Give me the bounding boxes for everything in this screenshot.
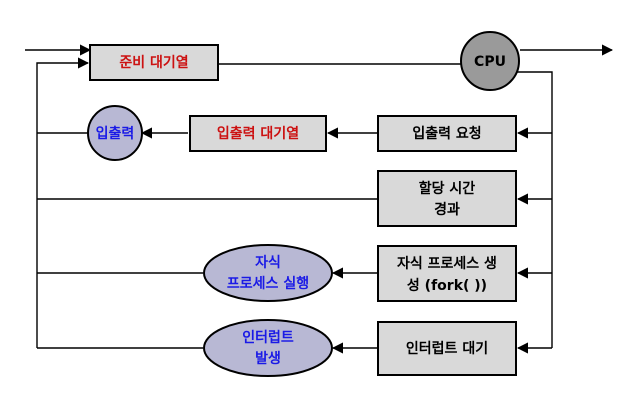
fork-label-line1: 자식 프로세스 생 — [397, 256, 497, 272]
interrupt-occur-label-line2: 발생 — [255, 350, 281, 367]
interrupt-occur-node: 인터럽트 발생 — [203, 319, 333, 377]
cpu-label: CPU — [474, 54, 506, 70]
io-request-box: 입출력 요청 — [377, 115, 517, 152]
ready-queue-box: 준비 대기열 — [89, 44, 219, 81]
io-queue-label: 입출력 대기열 — [217, 125, 299, 142]
interrupt-wait-label: 인터럽트 대기 — [406, 340, 488, 357]
interrupt-occur-label-line1: 인터럽트 — [242, 329, 294, 346]
connectors — [25, 44, 614, 354]
fork-label-line2: 성 (fork( )) — [407, 278, 487, 294]
time-slice-label-line2: 경과 — [434, 201, 460, 218]
io-node: 입출력 — [87, 105, 143, 161]
time-slice-label-line1: 할당 시간 — [419, 180, 476, 197]
io-label: 입출력 — [96, 125, 135, 142]
right-vertical-line — [515, 71, 553, 348]
child-exec-label-line1: 자식 — [255, 255, 281, 271]
left-feedback-line — [36, 57, 90, 348]
interrupt-wait-box: 인터럽트 대기 — [377, 321, 517, 376]
child-exec-label-line2: 프로세스 실행 — [227, 276, 309, 292]
child-exec-node: 자식 프로세스 실행 — [203, 244, 333, 302]
ready-queue-label: 준비 대기열 — [119, 54, 188, 71]
cpu-node: CPU — [460, 31, 520, 91]
time-slice-box: 할당 시간 경과 — [377, 170, 517, 227]
io-request-label: 입출력 요청 — [412, 125, 481, 142]
fork-box: 자식 프로세스 생 성 (fork( )) — [377, 245, 517, 302]
io-queue-box: 입출력 대기열 — [189, 115, 327, 152]
